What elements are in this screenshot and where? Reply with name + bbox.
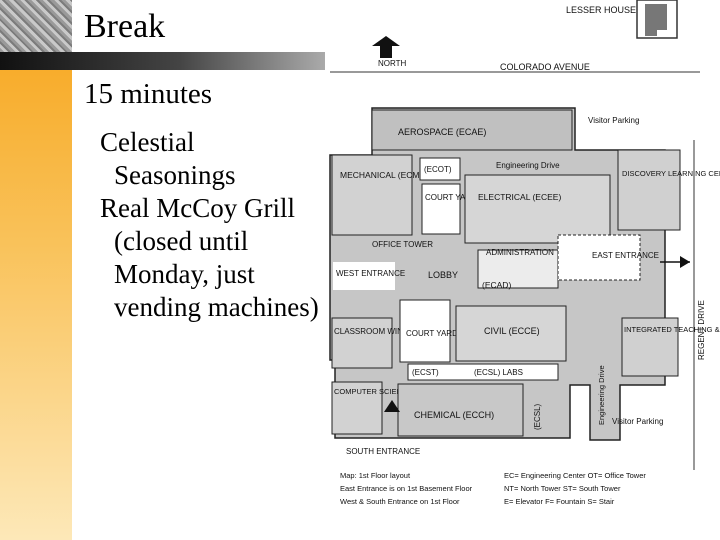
ecsl-labs-label: (ECSL) LABS: [474, 368, 523, 377]
east-entrance-label: EAST ENTRANCE: [592, 251, 659, 260]
west-entrance-label: WEST ENTRANCE: [336, 269, 405, 278]
bullet-item-mccoy: Real McCoy Grill (closed until Monday, j…: [100, 193, 319, 322]
classroom-wing: [331, 317, 393, 369]
triangle-marker-icon: [384, 400, 400, 412]
legend-line-3: West & South Entrance on 1st Floor: [340, 497, 460, 506]
slide-accent-bar: [0, 0, 72, 540]
lesser-house-shape: [645, 4, 667, 36]
ecad-label: (ECAD): [482, 280, 511, 290]
mechanical-building: [331, 154, 413, 236]
court-yard-2: [399, 299, 451, 363]
aerospace-label: AEROSPACE (ECAE): [398, 127, 486, 137]
court-yard-1: [421, 183, 461, 235]
bullet-item-celestial: Celestial Seasonings: [100, 127, 236, 190]
computer-science-label: COMPUTER SCIENCE (ECCS): [334, 387, 441, 396]
court-yard-2-label: COURT YARD: [406, 329, 458, 338]
ecot-box: [419, 157, 461, 181]
title-underline-bar: [0, 52, 325, 70]
lobby-label: LOBBY: [428, 270, 458, 280]
administration-label: ADMINISTRATION: [486, 248, 554, 257]
legend-line-4: EC= Engineering Center OT= Office Tower: [504, 471, 646, 480]
visitor-parking-bottom-label: Visitor Parking: [612, 417, 663, 426]
itll-label: INTEGRATED TEACHING & LEARNING LAB (ITLL…: [624, 325, 720, 334]
itll-building: [621, 317, 679, 377]
bullet-list: Celestial Seasonings Real McCoy Grill (c…: [100, 126, 330, 324]
court-yard-1-label: COURT YARD: [425, 193, 477, 202]
chemical-label: CHEMICAL (ECCH): [414, 410, 494, 420]
north-arrow-icon: [372, 36, 400, 58]
civil-label: CIVIL (ECCE): [484, 326, 540, 336]
civil-building: [455, 305, 567, 362]
chemical-building: [397, 383, 524, 437]
legend-line-6: E= Elevator F= Fountain S= Stair: [504, 497, 615, 506]
office-tower-label: OFFICE TOWER: [372, 240, 433, 249]
ecst-label: (ECST): [412, 368, 439, 377]
slide-subtitle: 15 minutes: [84, 78, 213, 110]
slide-title: Break: [84, 8, 166, 45]
west-entrance-box: [333, 262, 395, 290]
legend-line-1: Map: 1st Floor layout: [340, 471, 411, 480]
discovery-learning-center: [617, 149, 681, 231]
mechanical-label: MECHANICAL (ECME): [340, 170, 428, 180]
classroom-label: CLASSROOM WING (ECCR): [334, 327, 440, 336]
east-entrance-box: [557, 234, 641, 281]
engineering-drive-label: Engineering Drive: [496, 161, 560, 170]
aerospace-building: [371, 109, 573, 151]
east-entrance-arrow-icon: [680, 256, 690, 268]
engineering-drive-2-label: Engineering Drive: [597, 365, 606, 425]
south-entrance-label: SOUTH ENTRANCE: [346, 447, 420, 456]
legend-line-5: NT= North Tower ST= South Tower: [504, 484, 621, 493]
lesser-house-label: LESSER HOUSE: [566, 5, 636, 15]
colorado-avenue-label: COLORADO AVENUE: [500, 62, 590, 72]
campus-map: LESSER HOUSE NORTH COLORADO AVENUE AEROS…: [329, 0, 720, 506]
regent-drive-label: REGENT DRIVE: [697, 300, 706, 360]
discovery-label: DISCOVERY LEARNING CENTER (DLC): [622, 169, 720, 178]
texture-corner: [0, 0, 72, 52]
north-label: NORTH: [378, 59, 407, 68]
legend-line-2: East Entrance is on 1st Basement Floor: [340, 484, 473, 493]
ecot-label: (ECOT): [424, 165, 452, 174]
administration-building: [477, 249, 559, 289]
visitor-parking-top-label: Visitor Parking: [588, 116, 639, 125]
ecst-ecsl-strip: [407, 363, 559, 381]
electrical-building: [464, 174, 611, 244]
electrical-label: ELECTRICAL (ECEE): [478, 192, 561, 202]
ecsl-vertical-label: (ECSL): [533, 403, 542, 430]
computer-science-building: [331, 381, 383, 435]
